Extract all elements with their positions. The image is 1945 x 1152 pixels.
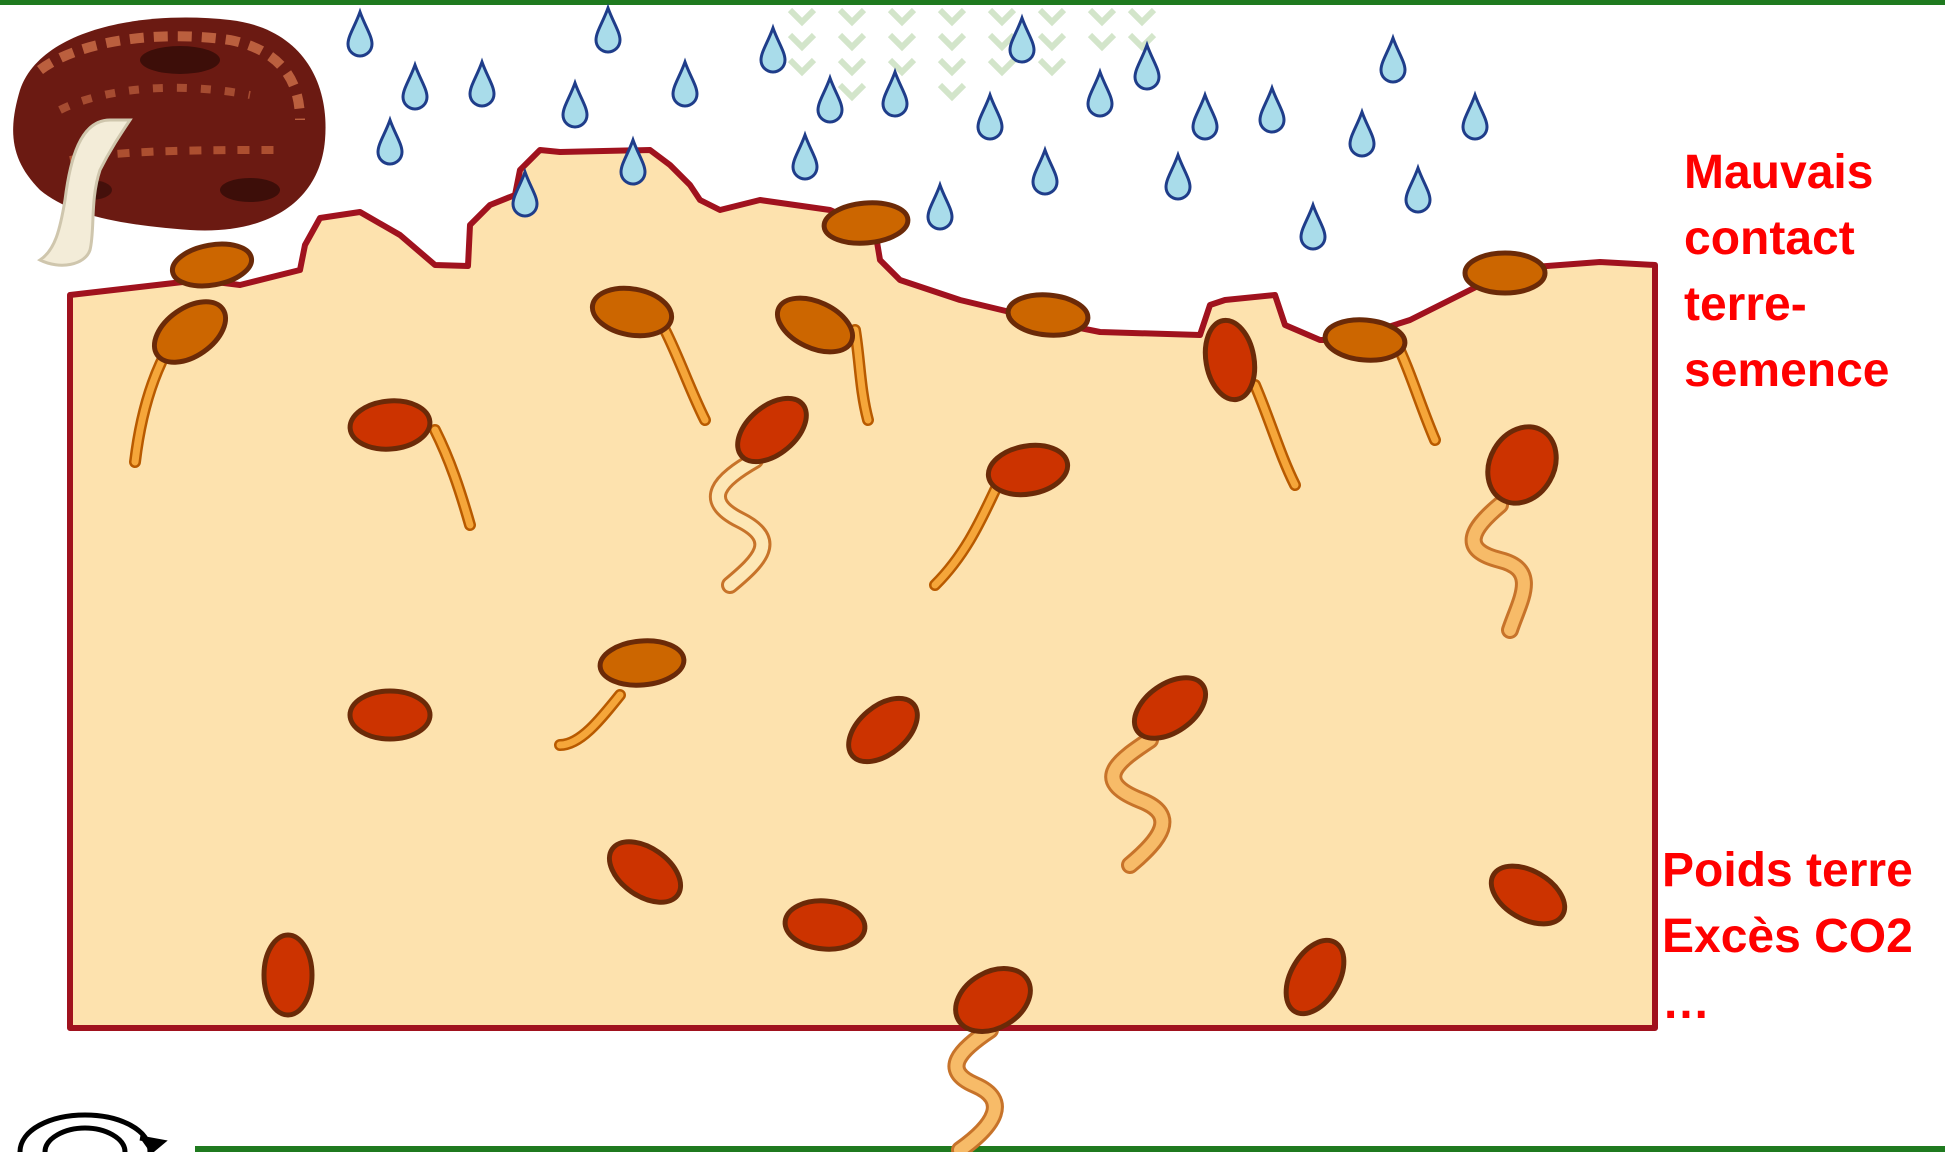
raindrop-icon bbox=[621, 140, 645, 184]
label-line: Excès CO2 bbox=[1662, 904, 1913, 970]
raindrop-icon bbox=[1381, 38, 1405, 82]
label-line: Poids terre bbox=[1662, 838, 1913, 904]
bottom-border-line bbox=[195, 1146, 1945, 1152]
seed-icon bbox=[264, 935, 312, 1015]
soil-block bbox=[70, 150, 1655, 1028]
raindrop-icon bbox=[403, 65, 427, 109]
top-border-line bbox=[0, 0, 1945, 5]
raindrop-icon bbox=[1033, 150, 1057, 194]
raindrop-icon bbox=[1135, 45, 1159, 89]
raindrops bbox=[348, 8, 1487, 249]
raindrop-icon bbox=[563, 83, 587, 127]
raindrop-icon bbox=[1193, 95, 1217, 139]
raindrop-icon bbox=[928, 185, 952, 229]
label-line: terre- bbox=[1684, 272, 1889, 338]
seed-icon bbox=[822, 199, 909, 246]
raindrop-icon bbox=[470, 62, 494, 106]
seed-icon bbox=[1465, 253, 1545, 293]
raindrop-icon bbox=[1406, 168, 1430, 212]
raindrop-icon bbox=[1088, 72, 1112, 116]
label-soil-weight: Poids terre Excès CO2 … bbox=[1662, 838, 1913, 1036]
label-poor-contact: Mauvais contact terre- semence bbox=[1684, 140, 1889, 404]
raindrop-icon bbox=[978, 95, 1002, 139]
raindrop-icon bbox=[883, 72, 907, 116]
raindrop-icon bbox=[1260, 88, 1284, 132]
raindrop-icon bbox=[818, 78, 842, 122]
label-line: … bbox=[1662, 970, 1913, 1036]
raindrop-icon bbox=[348, 12, 372, 56]
seed-icon bbox=[350, 691, 430, 739]
raindrop-icon bbox=[1010, 18, 1034, 62]
raindrop-icon bbox=[673, 62, 697, 106]
raindrop-icon bbox=[761, 28, 785, 72]
raindrop-icon bbox=[1463, 95, 1487, 139]
logo-icon bbox=[20, 1115, 162, 1152]
label-line: Mauvais bbox=[1684, 140, 1889, 206]
raindrop-icon bbox=[1301, 205, 1325, 249]
raindrop-icon bbox=[793, 135, 817, 179]
label-line: contact bbox=[1684, 206, 1889, 272]
raindrop-icon bbox=[378, 120, 402, 164]
raindrop-icon bbox=[1350, 112, 1374, 156]
raindrop-icon bbox=[596, 8, 620, 52]
raindrop-icon bbox=[1166, 155, 1190, 199]
label-line: semence bbox=[1684, 338, 1889, 404]
bean-photo bbox=[13, 18, 325, 266]
